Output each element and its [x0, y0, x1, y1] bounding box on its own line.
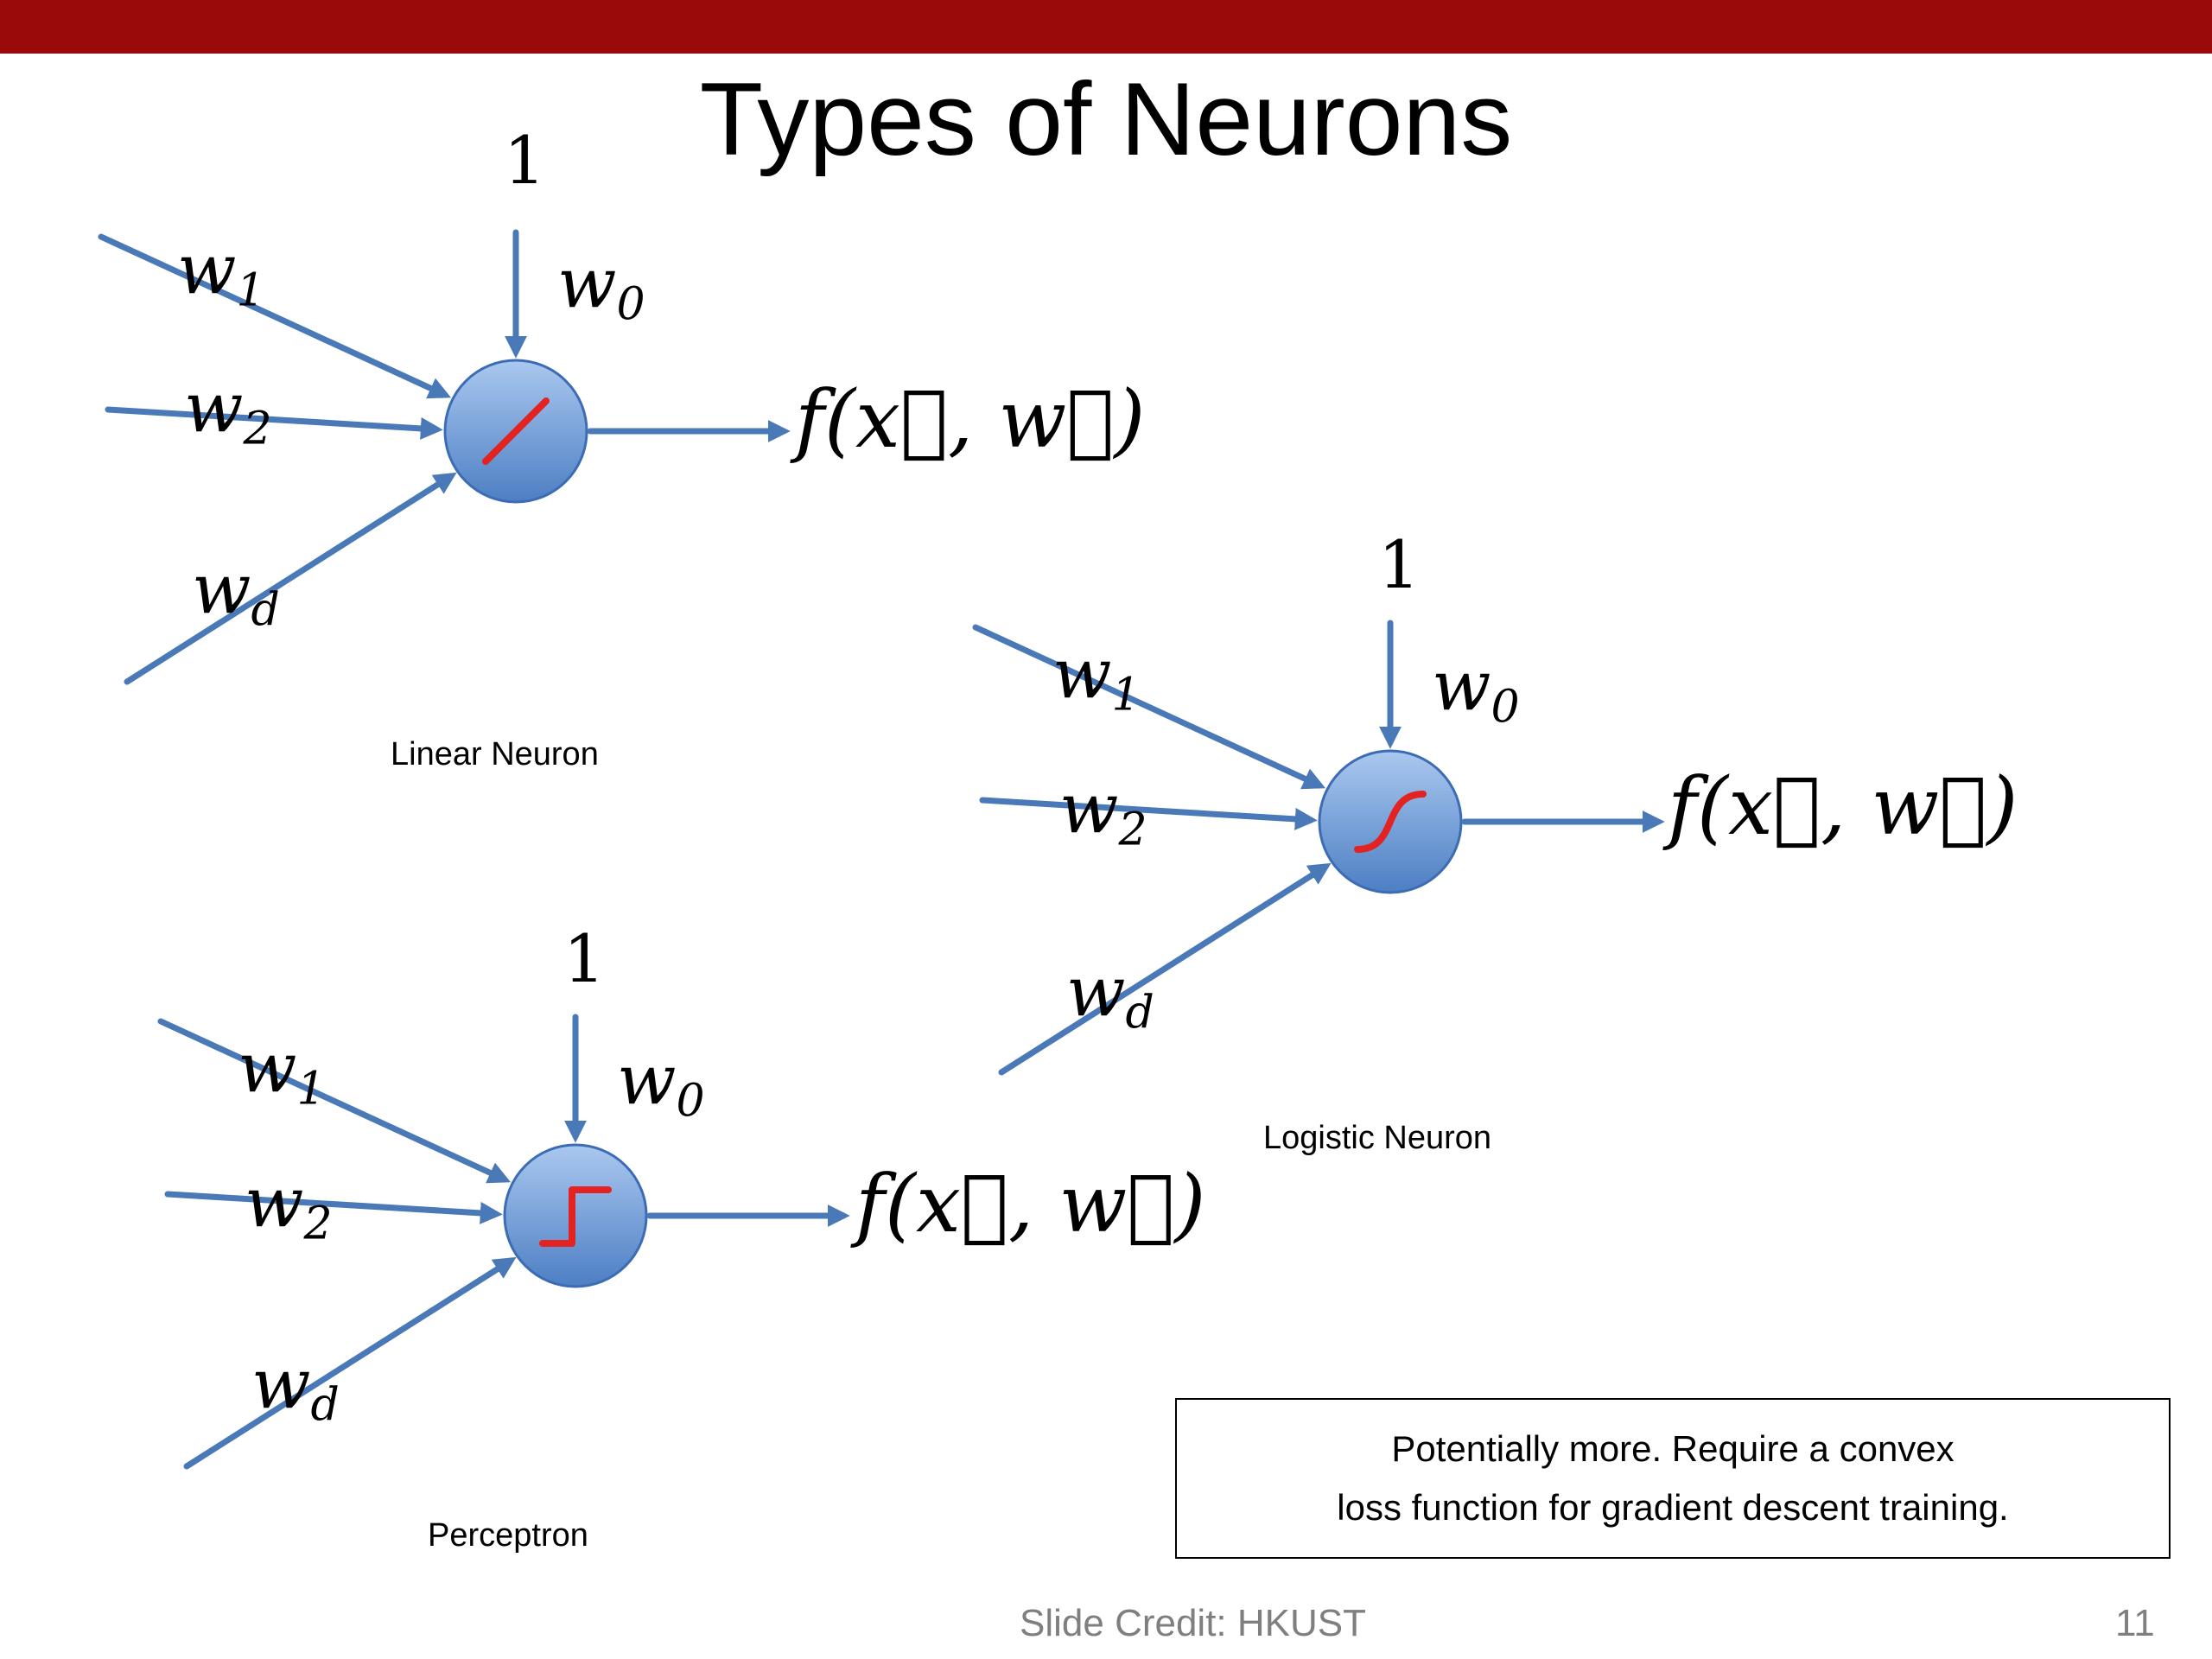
output-function-label: f(x⃗, w⃗) — [795, 373, 1146, 466]
bias-input-label: 1 — [1378, 526, 1421, 603]
w-sub: 1 — [236, 264, 265, 317]
weight-label-wd: wd — [251, 1350, 340, 1428]
w-sub: 1 — [1111, 669, 1141, 721]
weight-label-w2: w2 — [1059, 774, 1147, 853]
perceptron-caption: Perceptron — [428, 1517, 588, 1554]
w-base: w — [1059, 768, 1119, 849]
weight-label-wd: wd — [192, 555, 280, 633]
w-base: w — [192, 549, 251, 629]
w-base: w — [617, 1039, 677, 1120]
w-base: w — [1432, 645, 1491, 726]
input-arrow-w1 — [157, 1018, 512, 1184]
input-arrow-w1 — [972, 624, 1326, 790]
logistic-neuron-caption: Logistic Neuron — [1263, 1120, 1492, 1156]
w-sub: 1 — [296, 1063, 326, 1116]
slide-credit: Slide Credit: HKUST — [1020, 1602, 1367, 1644]
linear-neuron-diagram — [98, 229, 791, 685]
input-arrow-w2 — [979, 797, 1318, 830]
note-line-1: Potentially more. Require a convex — [1391, 1428, 1955, 1469]
activation-linear-icon — [482, 397, 550, 465]
weight-label-w0: w0 — [557, 249, 645, 327]
w-base: w — [184, 367, 244, 448]
bias-input-label: 1 — [504, 122, 546, 199]
w-sub: 2 — [243, 403, 272, 455]
w-base: w — [557, 243, 617, 323]
w-sub: 2 — [1118, 804, 1147, 856]
note-box: Potentially more. Require a convex loss … — [1175, 1398, 2171, 1559]
output-function-label: f(x⃗, w⃗) — [855, 1158, 1206, 1250]
input-arrow-w2 — [164, 1191, 503, 1224]
w-sub: d — [251, 584, 280, 637]
input-arrow-w2 — [105, 406, 443, 440]
w-base: w — [1066, 951, 1126, 1032]
page-number: 11 — [2115, 1602, 2155, 1644]
slide-title: Types of Neurons — [699, 61, 1513, 177]
w-sub: 0 — [616, 278, 645, 331]
w-base: w — [251, 1344, 311, 1424]
weight-label-w2: w2 — [245, 1168, 333, 1247]
w-base: w — [238, 1027, 297, 1108]
output-function-label: f(x⃗, w⃗) — [1668, 760, 2018, 853]
w-base: w — [245, 1162, 304, 1243]
w-sub: d — [310, 1379, 340, 1432]
bias-input-label: 1 — [563, 920, 606, 997]
weight-label-w1: w1 — [1052, 639, 1141, 718]
weight-label-w1: w1 — [238, 1033, 326, 1112]
weight-label-w0: w0 — [1432, 652, 1520, 730]
activation-sigmoid-icon — [1354, 791, 1427, 853]
w-sub: 2 — [303, 1198, 333, 1250]
input-arrow-w1 — [98, 233, 452, 399]
perceptron-diagram — [157, 1014, 850, 1470]
input-arrow-wd — [998, 862, 1332, 1076]
w-sub: 0 — [676, 1075, 705, 1128]
input-arrow-wd — [183, 1256, 517, 1470]
input-arrow-wd — [124, 472, 457, 685]
logistic-neuron-diagram — [972, 620, 1665, 1076]
weight-label-w1: w1 — [177, 235, 265, 314]
w-base: w — [177, 229, 237, 309]
weight-label-wd: wd — [1066, 957, 1154, 1036]
note-line-2: loss function for gradient descent train… — [1337, 1487, 2009, 1528]
w-sub: d — [1125, 987, 1154, 1039]
weight-label-w2: w2 — [184, 373, 272, 452]
linear-neuron-caption: Linear Neuron — [391, 736, 599, 772]
w-base: w — [1052, 633, 1112, 714]
weight-label-w0: w0 — [617, 1046, 705, 1124]
w-sub: 0 — [1491, 681, 1520, 734]
top-red-banner — [0, 0, 2212, 54]
activation-step-icon — [539, 1186, 612, 1247]
